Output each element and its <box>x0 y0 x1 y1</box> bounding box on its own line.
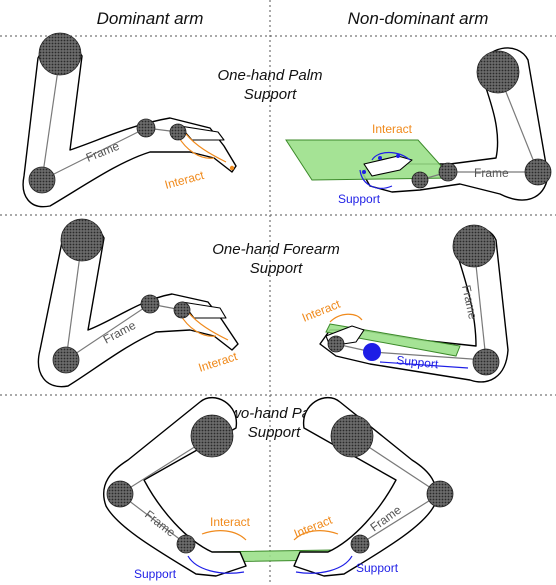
shoulder-joint <box>60 218 104 262</box>
elbow-joint <box>524 158 552 186</box>
support-label: Support <box>134 567 177 581</box>
shoulder-joint <box>38 32 82 76</box>
header-non-dominant-arm: Non-dominant arm <box>348 9 489 28</box>
hand-joint <box>173 301 191 319</box>
hand-joint <box>327 335 345 353</box>
panel-1-title-line1: One-hand Palm <box>217 67 322 84</box>
hand-joint <box>411 171 429 189</box>
shoulder-joint <box>476 50 520 94</box>
interact-label: Interact <box>197 349 240 375</box>
shoulder-joint <box>452 224 496 268</box>
wrist-joint <box>140 294 160 314</box>
support-point <box>363 343 381 361</box>
panel-2-title-line2: Support <box>250 260 303 277</box>
panel-one-hand-forearm: One-hand Forearm Support Frame Interact <box>37 218 509 388</box>
panel-2-dominant-arm: Frame Interact <box>37 218 240 388</box>
panel-3-non-dominant-arm: Frame Interact Support <box>292 396 454 577</box>
panel-one-hand-palm: One-hand Palm Support Frame Interact <box>22 32 552 208</box>
elbow-joint <box>28 166 56 194</box>
wrist-joint <box>136 118 156 138</box>
panel-1-non-dominant-arm: Frame Interact Support <box>285 47 552 206</box>
panel-1-dominant-arm: Frame Interact <box>22 32 237 208</box>
elbow-joint <box>426 480 454 508</box>
panel-2-title-line1: One-hand Forearm <box>212 241 340 258</box>
support-label: Support <box>396 353 440 371</box>
wrist-joint <box>176 534 196 554</box>
interact-label: Interact <box>292 513 335 541</box>
panel-3-title-line1: Two-hand Palm <box>222 405 326 422</box>
panel-3-title-line2: Support <box>248 424 301 441</box>
panel-1-title-line2: Support <box>244 86 297 103</box>
panel-3-dominant-arm: Frame Interact Support <box>103 396 251 581</box>
interact-label: Interact <box>210 515 251 529</box>
wrist-joint <box>438 162 458 182</box>
header-dominant-arm: Dominant arm <box>97 9 204 28</box>
panel-two-hand-palm: Two-hand Palm Support Frame Interact Sup… <box>103 396 454 581</box>
shoulder-joint <box>190 414 234 458</box>
wrist-joint <box>350 534 370 554</box>
interact-point <box>229 165 235 171</box>
elbow-joint <box>52 346 80 374</box>
support-label: Support <box>338 192 381 206</box>
interact-label: Interact <box>300 297 343 325</box>
interact-label: Interact <box>163 168 206 192</box>
elbow-joint <box>472 348 500 376</box>
interaction-plane <box>285 139 454 181</box>
interact-label: Interact <box>372 122 413 136</box>
hand-joint <box>169 123 187 141</box>
frame-label: Frame <box>474 166 509 180</box>
support-label: Support <box>356 561 399 575</box>
elbow-joint <box>106 480 134 508</box>
shoulder-joint <box>330 414 374 458</box>
